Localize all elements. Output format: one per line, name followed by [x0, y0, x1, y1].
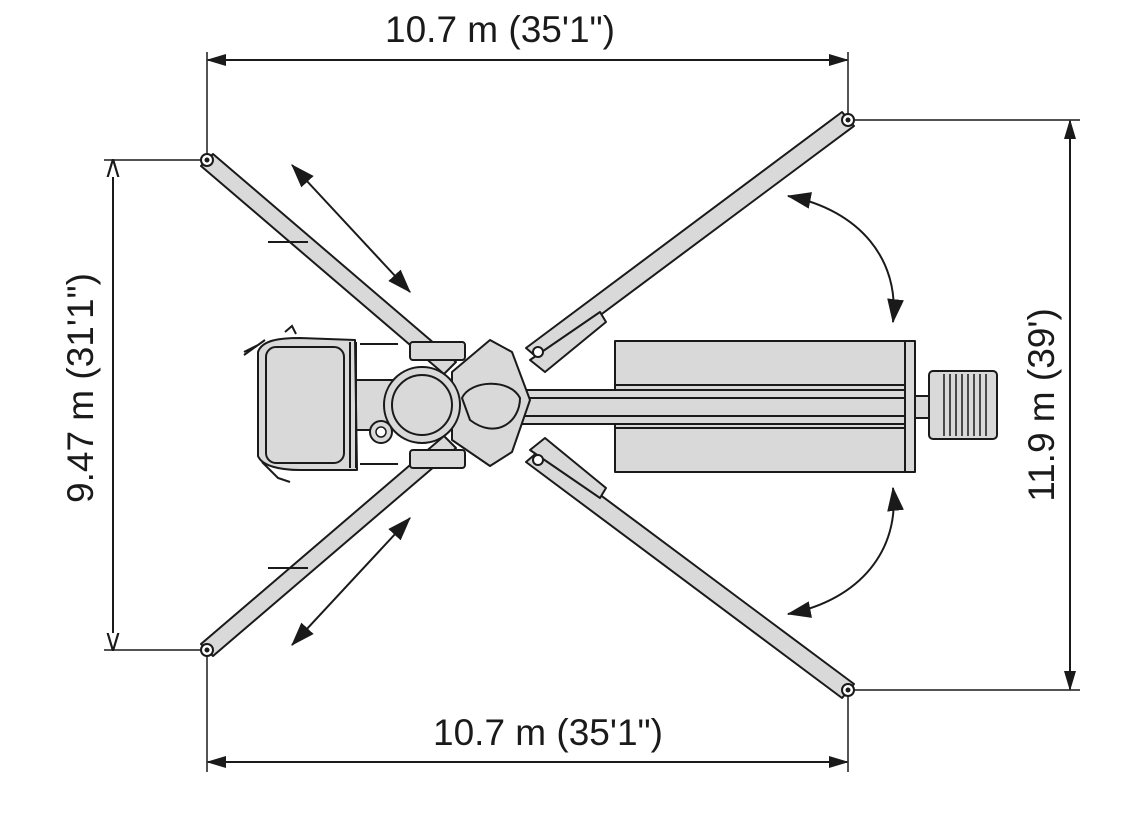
right-height-label: 11.9 m (39'): [1021, 308, 1062, 502]
bottom-width-dimension: 10.7 m (35'1"): [206, 652, 849, 772]
top-width-label: 10.7 m (35'1"): [385, 9, 615, 50]
right-height-dimension: 11.9 m (39'): [852, 119, 1080, 691]
bottom-width-label: 10.7 m (35'1"): [433, 712, 663, 753]
slewing-center: [354, 339, 531, 469]
swing-arrow-upper-right: [786, 192, 904, 324]
winch-drum: [914, 370, 998, 440]
extension-arrow-upper-left: [291, 164, 411, 293]
extension-arrow-lower-left: [291, 517, 411, 646]
outrigger-upper-right: [525, 111, 855, 373]
top-width-dimension: 10.7 m (35'1"): [206, 9, 849, 158]
swing-arrow-lower-right: [786, 486, 904, 618]
cab-unit: [243, 324, 398, 483]
outrigger-lower-right: [525, 437, 855, 699]
left-height-dimension: 9.47 m (31'1"): [60, 160, 204, 650]
boom-arm: [479, 389, 906, 425]
left-height-label: 9.47 m (31'1"): [60, 273, 101, 503]
